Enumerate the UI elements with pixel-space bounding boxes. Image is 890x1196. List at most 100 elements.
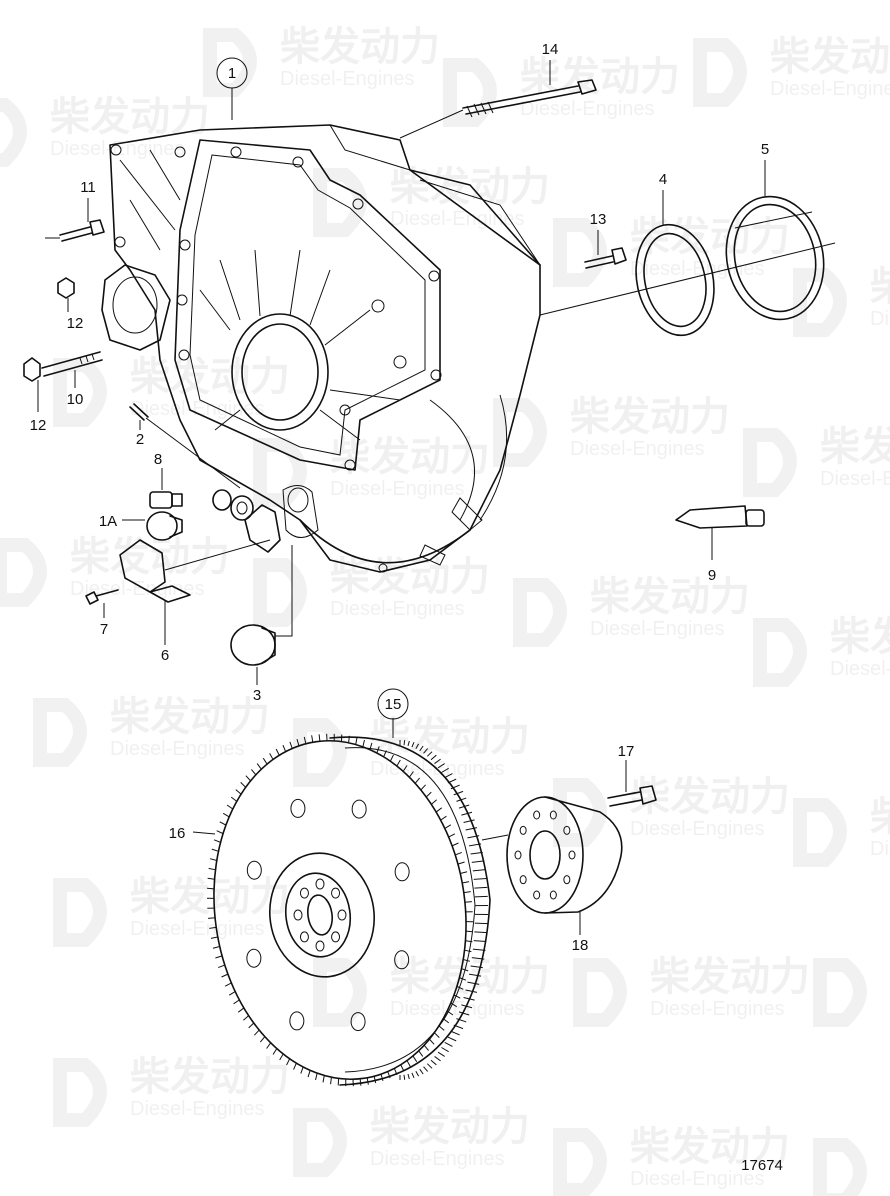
gear-tooth: [437, 1051, 445, 1057]
gear-tooth: [373, 1076, 377, 1084]
watermark-logo-mark: [33, 698, 87, 767]
gear-tooth: [461, 968, 469, 972]
gear-tooth: [366, 1077, 369, 1085]
gear-tooth: [248, 1022, 255, 1029]
flywheel-hole: [351, 799, 367, 819]
watermark-cn: 柴发动力: [570, 394, 730, 440]
gear-tooth: [423, 748, 429, 754]
gear-tooth: [219, 821, 227, 826]
hub-hole: [299, 887, 309, 899]
gear-tooth: [243, 1015, 249, 1021]
gear-tooth: [471, 957, 485, 960]
gear-tooth: [426, 1063, 433, 1069]
hub-hole: [315, 940, 325, 952]
gear-tooth: [230, 796, 238, 802]
gear-tooth: [442, 1018, 450, 1024]
gear-tooth: [456, 1018, 467, 1023]
watermark-logo-mark: [53, 878, 107, 947]
watermark-logo-mark: [553, 218, 607, 287]
gear-tooth: [465, 930, 473, 933]
watermark-logo-mark: [753, 618, 807, 687]
gear-tooth: [254, 1029, 260, 1036]
gear-tooth: [431, 799, 437, 805]
gear-tooth: [419, 745, 424, 752]
gear-tooth: [400, 1064, 405, 1072]
gear-tooth: [457, 861, 465, 865]
flywheel-hole: [246, 860, 262, 880]
callout-4: 4: [659, 171, 667, 188]
gear-tooth: [407, 1073, 410, 1080]
watermark-en: Diesel-Engines: [630, 1168, 765, 1190]
cover-plug-3: [230, 545, 293, 666]
gear-tooth: [318, 734, 321, 742]
gear-tooth: [211, 848, 219, 852]
flywheel-hole: [394, 862, 410, 882]
gear-tooth: [259, 1036, 266, 1043]
gear-tooth: [300, 1066, 304, 1074]
watermark-logo-mark: [203, 28, 257, 97]
gear-tooth: [408, 771, 414, 778]
gear-tooth: [464, 949, 472, 953]
gear-tooth: [418, 1050, 424, 1057]
watermark-en: Diesel-Engines: [130, 398, 265, 420]
gear-tooth: [423, 1044, 429, 1051]
watermark-cn: 柴发动力: [280, 24, 440, 70]
gear-tooth: [437, 763, 445, 769]
watermark-logo-mark: [0, 98, 27, 167]
gear-tooth: [403, 1074, 406, 1080]
watermark-en: Diesel-Engines: [390, 208, 525, 230]
watermark-cn: 柴发动力: [630, 774, 790, 820]
gear-tooth: [415, 1071, 420, 1077]
gear-tooth: [448, 833, 456, 838]
gear-tooth: [245, 775, 251, 782]
hub-hole: [331, 887, 341, 899]
gear-tooth: [441, 1047, 449, 1053]
gear-tooth: [369, 742, 373, 750]
gear-tooth: [212, 945, 220, 949]
diagram-number: 17674: [741, 1157, 783, 1174]
gear-tooth: [429, 1038, 435, 1045]
gear-tooth: [433, 1032, 440, 1038]
watermark-logo-mark: [53, 1058, 107, 1127]
stud-10: [41, 351, 103, 377]
callout-1A: 1A: [99, 513, 117, 530]
adapter-18: [481, 796, 623, 914]
adapter-bolt-holes: [514, 810, 576, 900]
watermark-en: Diesel-Engines: [650, 998, 785, 1020]
gear-tooth: [403, 740, 406, 746]
callout-12-lower: 12: [30, 417, 47, 434]
hub-bolt-holes: [293, 878, 347, 952]
leader-lines: [37, 60, 766, 935]
bracket-6: [119, 539, 271, 603]
adapter-hole: [533, 810, 541, 820]
watermark-en: Diesel-Engines: [130, 1098, 265, 1120]
watermark-cn: 柴发动力: [870, 264, 890, 310]
callout-10: 10: [67, 391, 84, 408]
gear-tooth: [240, 782, 247, 788]
gear-tooth: [415, 743, 420, 749]
gear-tooth: [470, 851, 483, 855]
gear-tooth: [456, 985, 464, 990]
watermark-cn: 柴发动力: [370, 714, 530, 760]
gear-tooth: [441, 767, 449, 773]
gear-tooth: [396, 759, 401, 767]
gear-tooth: [322, 1075, 325, 1083]
gear-tooth: [355, 737, 358, 745]
gear-tooth: [463, 819, 475, 823]
gear-tooth: [451, 842, 459, 847]
gear-tooth: [215, 955, 223, 959]
gear-tooth: [296, 738, 300, 746]
gear-tooth: [471, 860, 485, 863]
gear-tooth: [256, 763, 262, 770]
watermark-logo-mark: [313, 958, 367, 1027]
gear-tooth: [311, 735, 314, 743]
